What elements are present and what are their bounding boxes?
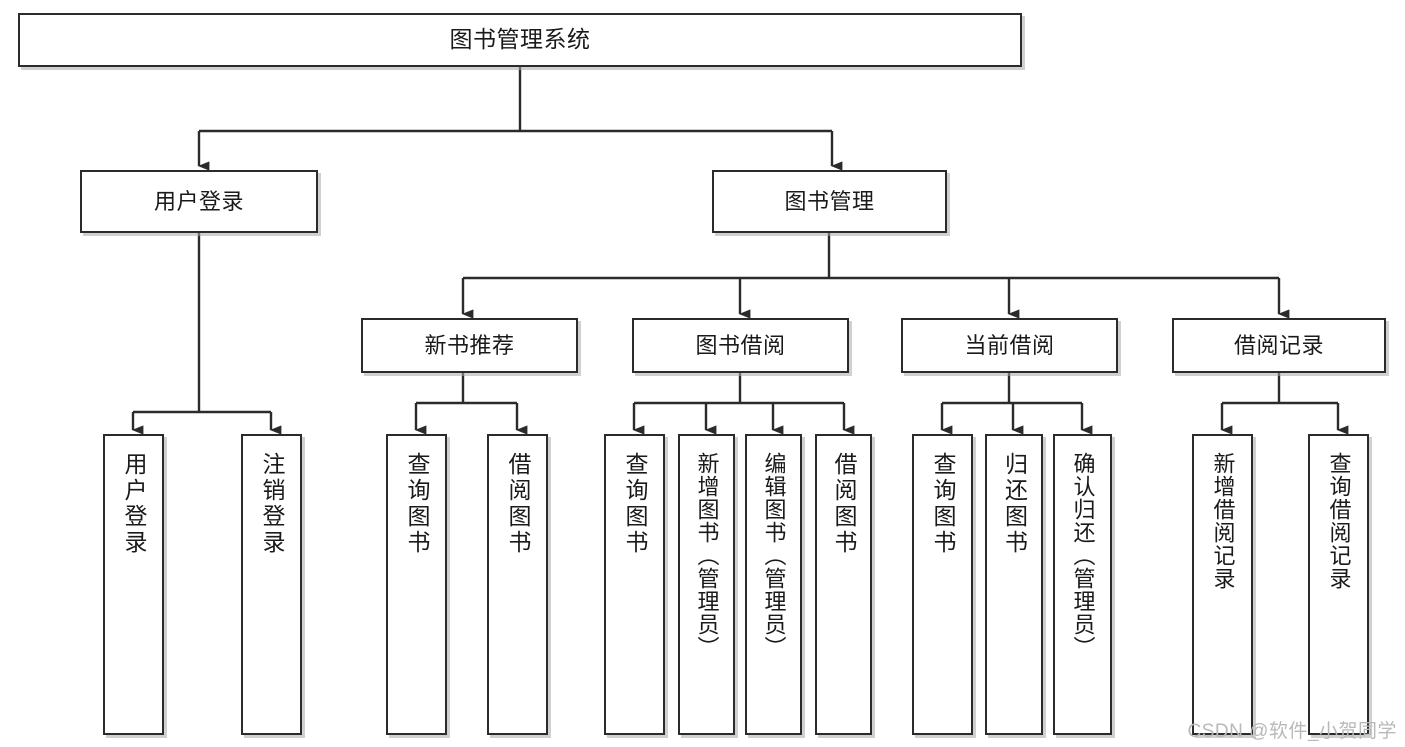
node-label: 图书管理	[784, 188, 875, 214]
node-label: 注销登录	[259, 452, 285, 556]
node-label: 图书管理系统	[449, 26, 591, 53]
leaf-user-login[interactable]: 用户登录	[103, 434, 164, 735]
node-label: 新增图书（管理员）	[694, 452, 720, 659]
node-label: 归还图书	[1001, 452, 1028, 556]
leaf-query-book-newbook[interactable]: 查询图书	[386, 434, 447, 735]
node-label: 当前借阅	[964, 332, 1055, 358]
node-book-borrow[interactable]: 图书借阅	[632, 318, 849, 373]
node-label: 图书借阅	[695, 332, 786, 358]
node-label: 查询图书	[930, 452, 956, 556]
node-label: 借阅图书	[505, 452, 531, 556]
leaf-return-book[interactable]: 归还图书	[985, 434, 1043, 735]
csdn-watermark: CSDN @软件_小贺同学	[1187, 721, 1397, 742]
node-label: 查询借阅记录	[1326, 452, 1352, 590]
node-current-borrow[interactable]: 当前借阅	[901, 318, 1118, 373]
node-label: 编辑图书（管理员）	[761, 452, 787, 659]
leaf-query-book-borrow[interactable]: 查询图书	[604, 434, 665, 735]
node-user-login[interactable]: 用户登录	[80, 170, 318, 233]
node-label: 查询图书	[404, 452, 430, 556]
node-label: 用户登录	[121, 452, 147, 556]
node-root-system[interactable]: 图书管理系统	[18, 13, 1022, 67]
leaf-confirm-return[interactable]: 确认归还（管理员）	[1053, 434, 1112, 735]
node-borrow-record[interactable]: 借阅记录	[1172, 318, 1386, 373]
leaf-add-book[interactable]: 新增图书（管理员）	[678, 434, 735, 735]
node-label: 借阅记录	[1233, 332, 1324, 358]
leaf-borrow-book[interactable]: 借阅图书	[815, 434, 872, 735]
node-label: 用户登录	[153, 188, 244, 214]
leaf-query-borrow-record[interactable]: 查询借阅记录	[1308, 434, 1369, 735]
leaf-query-book-current[interactable]: 查询图书	[912, 434, 973, 735]
node-book-manage[interactable]: 图书管理	[712, 170, 947, 233]
leaf-borrow-book-newbook[interactable]: 借阅图书	[487, 434, 548, 735]
node-label: 借阅图书	[831, 452, 857, 556]
node-new-book-rec[interactable]: 新书推荐	[361, 318, 578, 373]
node-label: 新增借阅记录	[1210, 452, 1236, 590]
node-label: 新书推荐	[424, 332, 515, 358]
leaf-add-borrow-record[interactable]: 新增借阅记录	[1192, 434, 1253, 735]
leaf-user-logout[interactable]: 注销登录	[241, 434, 302, 735]
leaf-edit-book[interactable]: 编辑图书（管理员）	[745, 434, 802, 735]
node-label: 确认归还（管理员）	[1070, 452, 1096, 659]
node-label: 查询图书	[622, 452, 648, 556]
